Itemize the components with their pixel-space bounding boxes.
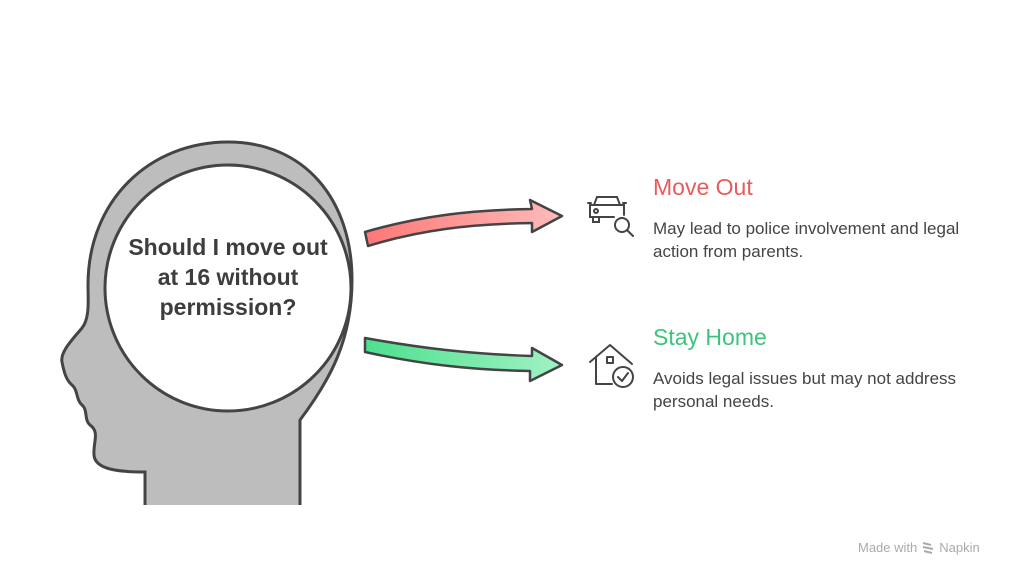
option-desc-move-out: May lead to police involvement and legal… [653, 219, 960, 261]
car-search-icon [587, 196, 634, 237]
watermark: Made with Napkin [858, 540, 980, 555]
house-check-icon [589, 344, 634, 388]
thought-circle [103, 163, 353, 413]
central-question: Should I move out at 16 without permissi… [128, 234, 328, 320]
option-desc-stay-home: Avoids legal issues but may not address … [653, 369, 957, 411]
watermark-prefix: Made with [858, 540, 918, 555]
watermark-brand: Napkin [939, 540, 980, 555]
option-title-move-out: Move Out [653, 174, 753, 200]
arrow-move-out [363, 198, 564, 248]
napkin-logo-icon [923, 541, 934, 554]
arrow-stay-home [363, 336, 564, 383]
option-title-stay-home: Stay Home [653, 324, 767, 350]
